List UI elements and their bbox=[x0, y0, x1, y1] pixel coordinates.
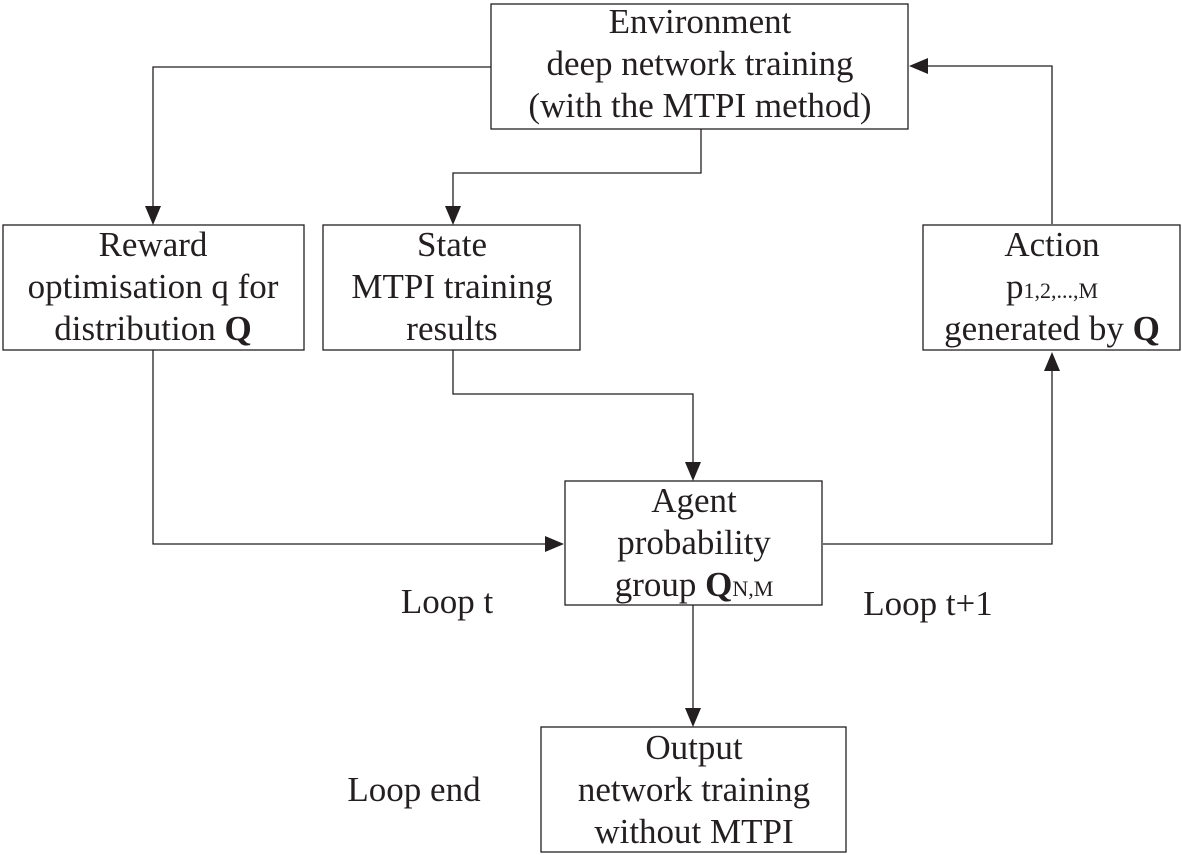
output-box bbox=[540, 726, 847, 853]
state-box bbox=[322, 224, 581, 351]
action-box bbox=[922, 224, 1181, 351]
arrowhead-up-icon bbox=[1044, 352, 1060, 371]
edge-action-to-environment bbox=[924, 65, 1053, 224]
agent-line-3-text: group bbox=[615, 565, 705, 604]
environment-node: Environment deep network training (with … bbox=[490, 2, 909, 130]
agent-node: Agent probability group QN,M bbox=[564, 480, 823, 606]
reward-title: Reward bbox=[99, 225, 208, 264]
reward-box bbox=[2, 224, 305, 351]
action-line-3-text: generated by bbox=[944, 309, 1133, 348]
connectors bbox=[145, 58, 1060, 727]
action-line-3: generated by Q bbox=[944, 309, 1160, 348]
arrowhead-down-icon bbox=[685, 462, 701, 481]
action-title: Action bbox=[1004, 225, 1099, 264]
state-line-2: MTPI training bbox=[351, 267, 552, 306]
environment-line-3: (with the MTPI method) bbox=[528, 86, 871, 125]
output-line-3: without MTPI bbox=[594, 812, 793, 851]
action-p-symbol: p bbox=[1006, 267, 1024, 306]
reward-node: Reward optimisation q for distribution Q bbox=[2, 224, 305, 351]
loop-t-label: Loop t bbox=[401, 582, 494, 621]
arrowhead-right-icon bbox=[545, 536, 564, 552]
agent-title: Agent bbox=[651, 481, 737, 520]
environment-box bbox=[490, 3, 909, 130]
action-line-2: p1,2,...,M bbox=[1006, 267, 1098, 306]
arrowhead-down-icon bbox=[145, 206, 161, 225]
edge-environment-to-state bbox=[452, 129, 702, 210]
state-node: State MTPI training results bbox=[322, 224, 581, 351]
loop-end-label: Loop end bbox=[347, 770, 481, 809]
agent-q-symbol: Q bbox=[705, 565, 732, 604]
action-q-symbol: Q bbox=[1133, 309, 1160, 348]
edge-agent-to-action bbox=[823, 367, 1053, 545]
environment-line-2: deep network training bbox=[546, 44, 853, 83]
action-node: Action p1,2,...,M generated by Q bbox=[922, 224, 1181, 351]
output-node: Output network training without MTPI bbox=[540, 726, 847, 853]
reward-q-symbol: Q bbox=[224, 309, 251, 348]
output-title: Output bbox=[645, 728, 743, 767]
loop-t-plus-1-label: Loop t+1 bbox=[863, 584, 993, 623]
agent-q-subscript: N,M bbox=[732, 576, 773, 601]
state-line-3: results bbox=[406, 309, 497, 348]
arrowhead-left-icon bbox=[909, 58, 928, 74]
reward-line-3: distribution Q bbox=[54, 309, 251, 348]
arrowhead-down-icon bbox=[685, 708, 701, 727]
output-line-2: network training bbox=[578, 770, 810, 809]
agent-line-2: probability bbox=[617, 523, 771, 562]
arrowhead-down-icon bbox=[445, 206, 461, 225]
edge-reward-to-agent bbox=[152, 350, 549, 545]
action-p-subscript: 1,2,...,M bbox=[1023, 278, 1098, 303]
reward-line-2: optimisation q for bbox=[28, 267, 279, 306]
environment-title: Environment bbox=[609, 2, 792, 41]
state-title: State bbox=[417, 225, 487, 264]
edge-state-to-agent bbox=[452, 350, 694, 466]
edge-environment-to-reward bbox=[152, 66, 491, 210]
reward-line-3-text: distribution bbox=[54, 309, 224, 348]
agent-line-3: group QN,M bbox=[615, 565, 774, 604]
agent-box bbox=[564, 480, 823, 606]
